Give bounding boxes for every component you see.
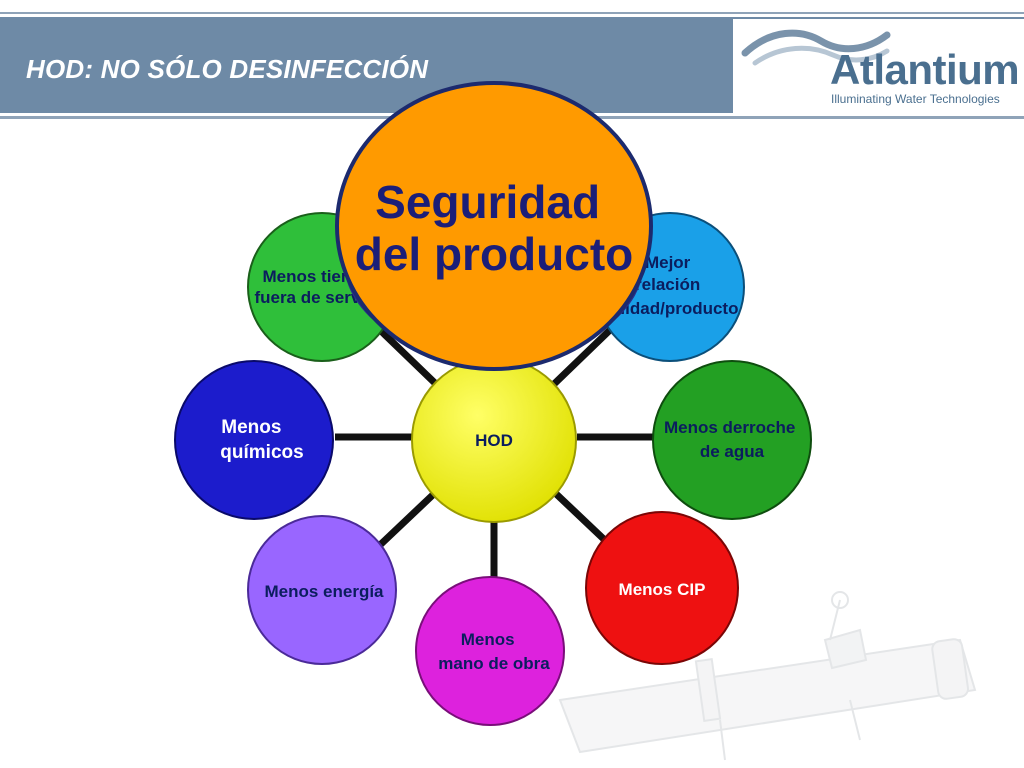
node-mano: Menos mano de obra <box>415 576 565 726</box>
spoke-cip <box>549 487 613 548</box>
node-quimicos-circle <box>174 360 334 520</box>
node-cip: Menos CIP <box>585 511 739 665</box>
spoke-relacion <box>549 327 613 389</box>
highlight-circle <box>335 81 653 371</box>
spoke-tiempo <box>377 327 441 389</box>
node-energia: Menos energía <box>247 515 397 665</box>
header-top-rule <box>0 12 1024 14</box>
node-agua-circle <box>652 360 812 520</box>
node-center-hod: HOD <box>411 357 577 523</box>
node-relacion-label: Mejor relación calidad/producto <box>602 253 739 318</box>
highlight-label: Seguridad del producto <box>355 176 634 280</box>
brand-logo: Atlantium Illuminating Water Technologie… <box>733 19 1024 113</box>
node-cip-label: Menos CIP <box>619 580 706 599</box>
slide-title: HOD: NO SÓLO DESINFECCIÓN <box>26 54 429 84</box>
node-agua: Menos derroche de agua <box>652 360 812 520</box>
node-cip-circle <box>585 511 739 665</box>
node-mano-label: Menos mano de obra <box>438 630 550 673</box>
node-quimicos: Menos químicos <box>174 360 334 520</box>
node-quimicos-label: Menos químicos <box>220 417 303 463</box>
node-energia-label: Menos energía <box>264 582 384 601</box>
node-seguridad-highlight: Seguridad del producto <box>335 81 653 371</box>
node-energia-circle <box>247 515 397 665</box>
brand-name: Atlantium <box>830 46 1020 93</box>
node-mano-circle <box>415 576 565 726</box>
spoke-lines <box>335 327 655 580</box>
wave-logo-icon <box>741 29 891 66</box>
spoke-energia <box>377 487 441 548</box>
node-agua-label: Menos derroche de agua <box>664 418 800 461</box>
brand-tagline: Illuminating Water Technologies <box>831 92 1000 106</box>
center-label: HOD <box>475 431 513 450</box>
